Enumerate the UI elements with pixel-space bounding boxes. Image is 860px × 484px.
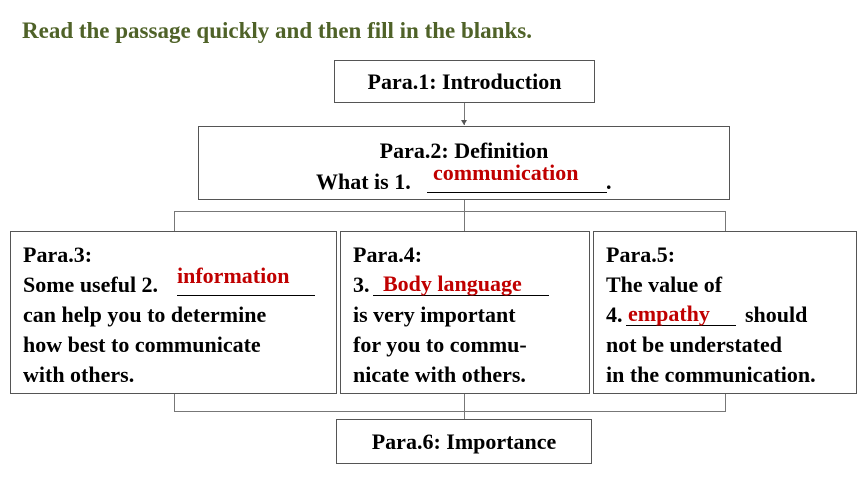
- para4-box: Para.4: 3. Body language is very importa…: [340, 231, 590, 394]
- para2-title: Para.2: Definition: [379, 138, 549, 163]
- para4-blank: [373, 295, 549, 296]
- para3-line1-prefix: Some useful 2.: [23, 272, 159, 297]
- para3-line4: with others.: [23, 362, 135, 387]
- para5-line3: not be understated: [606, 332, 783, 357]
- para3-line2: can help you to determine: [23, 302, 267, 327]
- para6-box: Para.6: Importance: [336, 419, 592, 464]
- connector-bottom-horizontal: [174, 411, 726, 412]
- para4-line3: for you to commu-: [353, 332, 527, 357]
- para5-line2-suffix: should: [745, 302, 808, 327]
- connector-top-right-drop: [725, 211, 726, 231]
- para2-answer: communication: [433, 160, 579, 185]
- para2-blank: [427, 192, 607, 193]
- para6-label: Para.6: Importance: [371, 429, 557, 454]
- connector-para1-para2: [464, 103, 465, 125]
- para4-line4: nicate with others.: [353, 362, 526, 387]
- para2-box: Para.2: Definition What is 1. . communic…: [198, 126, 730, 200]
- para3-blank: [177, 295, 315, 296]
- para5-line4: in the communication.: [606, 362, 816, 387]
- para5-line1: The value of: [606, 272, 723, 297]
- para5-blank: [626, 325, 736, 326]
- para5-box: Para.5: The value of 4. empathy should n…: [593, 231, 857, 394]
- para1-label: Para.1: Introduction: [367, 69, 562, 94]
- para2-suffix: .: [606, 169, 612, 194]
- arrow-head: [461, 120, 467, 125]
- para5-line2-prefix: 4.: [606, 302, 623, 327]
- para3-answer: information: [177, 263, 290, 288]
- para5-answer: empathy: [628, 301, 710, 326]
- para4-line2: is very important: [353, 302, 516, 327]
- para2-prefix: What is 1.: [316, 169, 411, 194]
- connector-bottom-mid-rise: [464, 394, 465, 419]
- connector-top-left-drop: [174, 211, 175, 231]
- para3-box: Para.3: Some useful 2. information can h…: [10, 231, 337, 394]
- para3-line3: how best to communicate: [23, 332, 261, 357]
- para4-answer: Body language: [383, 271, 522, 296]
- para4-line1-prefix: 3.: [353, 272, 370, 297]
- connector-para2-down: [464, 200, 465, 212]
- para3-title: Para.3:: [23, 242, 93, 267]
- para1-box: Para.1: Introduction: [334, 60, 595, 103]
- para4-title: Para.4:: [353, 242, 423, 267]
- connector-bottom-right-rise: [725, 394, 726, 412]
- para5-title: Para.5:: [606, 242, 676, 267]
- connector-bottom-left-rise: [174, 394, 175, 412]
- connector-top-mid-drop: [464, 211, 465, 231]
- connector-top-horizontal: [174, 211, 726, 212]
- instruction-text: Read the passage quickly and then fill i…: [22, 18, 532, 43]
